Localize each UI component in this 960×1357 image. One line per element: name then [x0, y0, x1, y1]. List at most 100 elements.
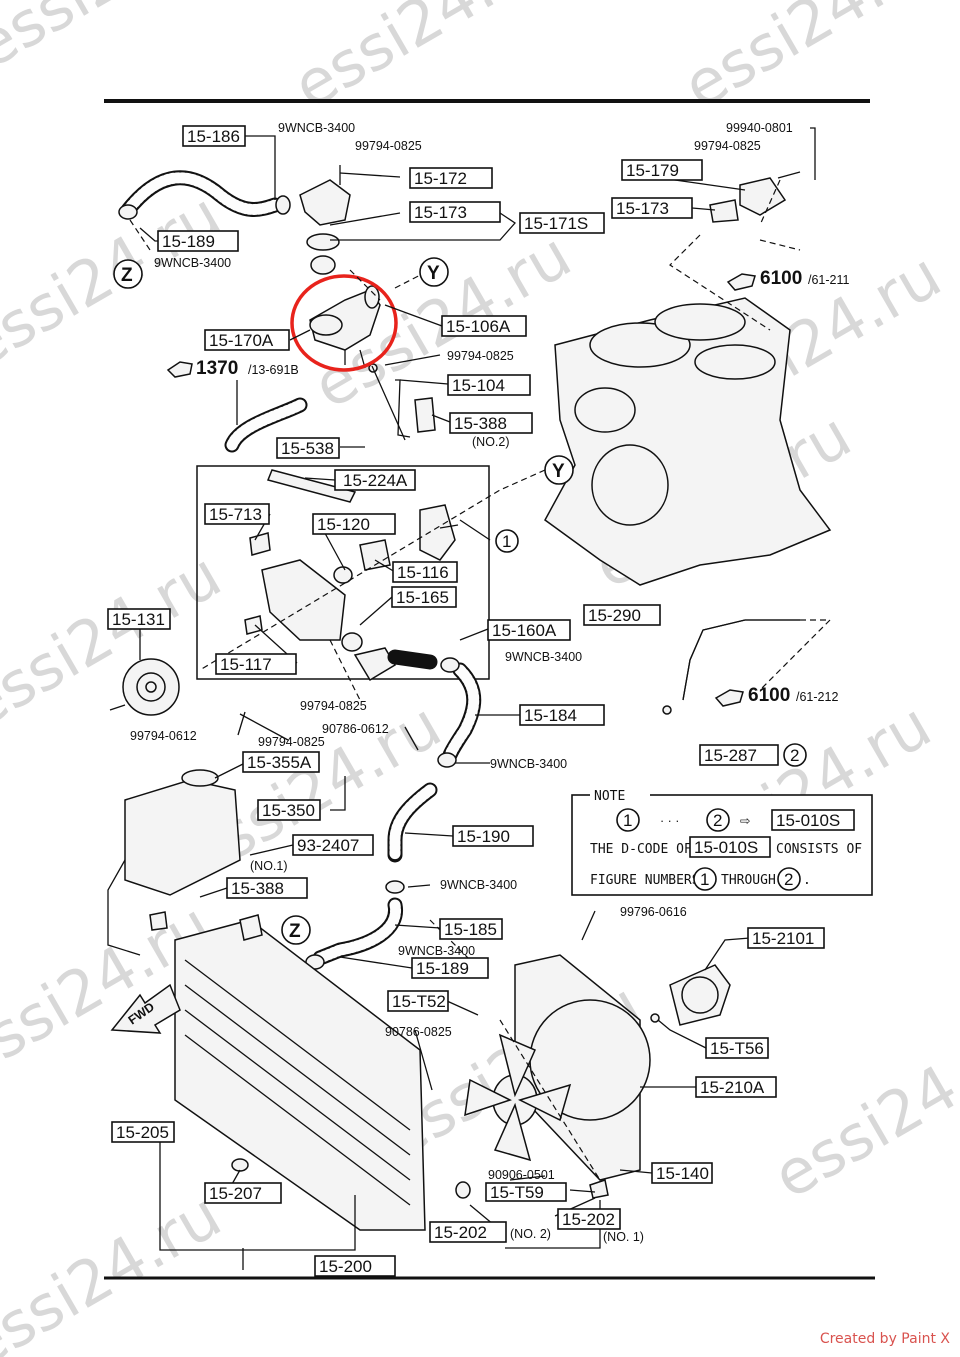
- label-15-202-right: 15-202: [557, 1208, 621, 1230]
- label-15-207: 15-207: [204, 1182, 282, 1204]
- bypass-pipe-15-104: [395, 379, 411, 438]
- label-15-160a: 15-160A: [487, 619, 571, 641]
- label-15-388-top: 15-388: [449, 412, 533, 434]
- mount-15-202: [455, 1181, 471, 1199]
- note-line2-a: THE D-CODE OF: [590, 842, 692, 857]
- svg-text:15-200: 15-200: [319, 1257, 372, 1276]
- outlet-15-179: [709, 127, 816, 223]
- label-15-t52: 15-T52: [387, 990, 449, 1012]
- svg-text:15-172: 15-172: [414, 169, 467, 188]
- label-15-287: 15-287: [699, 744, 779, 766]
- label-9wncb-3400: 9WNCB-3400: [278, 121, 355, 135]
- marker-z-top: Z: [113, 259, 143, 289]
- svg-text:15-120: 15-120: [317, 515, 370, 534]
- label-15-190: 15-190: [452, 825, 534, 847]
- water-pump-group: [244, 469, 456, 652]
- leader-lines: [139, 135, 751, 1270]
- fwd-arrow: FWD: [110, 983, 181, 1034]
- marker-z-bottom: Z: [281, 915, 311, 945]
- svg-text:2: 2: [790, 746, 799, 765]
- svg-text:15-189: 15-189: [416, 959, 469, 978]
- washer-15-t56: [650, 1013, 660, 1023]
- svg-text:15-T52: 15-T52: [392, 992, 446, 1011]
- note-box: NOTE 1 · · · 2 ⇨ 15-010S THE D-CODE OF 1…: [571, 787, 873, 896]
- label-93-2407: 93-2407: [292, 834, 374, 856]
- svg-text:/13-691B: /13-691B: [248, 363, 299, 377]
- svg-text:15-171S: 15-171S: [524, 214, 588, 233]
- label-15-189-top: 15-189: [157, 230, 239, 252]
- fan-motor-15-2101: [650, 964, 731, 1026]
- hose-connector: [387, 649, 438, 670]
- svg-text:15-T56: 15-T56: [710, 1039, 764, 1058]
- svg-text:15-355A: 15-355A: [247, 753, 312, 772]
- svg-text:15-202: 15-202: [434, 1223, 487, 1242]
- note-line3-a: FIGURE NUMBERS: [590, 873, 700, 888]
- svg-text:15-186: 15-186: [187, 127, 240, 146]
- note-code: 15-010S: [776, 811, 840, 830]
- mount-15-207: [231, 1158, 249, 1172]
- watermark-text: essi24.ru: [0, 1178, 233, 1357]
- svg-text:Y: Y: [552, 461, 565, 482]
- svg-text:1370: 1370: [196, 358, 238, 379]
- label-9wncb-3400-d: 9WNCB-3400: [440, 878, 517, 892]
- label-99794-0612: 99794-0612: [130, 729, 197, 743]
- gasket-15-224a: [266, 469, 357, 503]
- svg-text:15-538: 15-538: [281, 439, 334, 458]
- credit-text: Created by Paint X: [819, 1331, 950, 1347]
- label-no1: (NO.1): [250, 859, 288, 873]
- water-pump-group-frame: [196, 465, 490, 680]
- hose-clamp: [118, 204, 138, 220]
- water-outlet-15-170a: [309, 285, 381, 373]
- label-no1-b: (NO. 1): [603, 1230, 644, 1244]
- svg-text:15-173: 15-173: [616, 199, 669, 218]
- label-15-120: 15-120: [312, 513, 396, 535]
- bracket-15-388-b: [149, 911, 168, 931]
- label-15-202-left: 15-202: [429, 1221, 507, 1243]
- svg-text:⇨: ⇨: [740, 814, 751, 828]
- radiator-cap: [239, 914, 263, 941]
- svg-text:15-117: 15-117: [220, 655, 272, 674]
- label-15-131: 15-131: [107, 608, 171, 630]
- svg-text:15-189: 15-189: [162, 232, 215, 251]
- circle-marker-2: 2: [783, 743, 807, 767]
- label-15-106a: 15-106A: [441, 315, 527, 337]
- highlight-circle: [290, 274, 398, 372]
- inlet-15-160a: [353, 647, 397, 682]
- label-15-117: 15-117: [215, 653, 297, 675]
- svg-text:/61-212: /61-212: [796, 690, 838, 704]
- label-15-186: 15-186: [182, 125, 246, 147]
- radiator-15-200: [149, 911, 471, 1231]
- watermark-text: essi24.ru: [0, 0, 243, 83]
- watermark-text: essi24.ru: [671, 0, 953, 123]
- part-15-117: [244, 615, 263, 635]
- svg-text:/61-211: /61-211: [808, 273, 850, 287]
- label-90786-0825: 90786-0825: [385, 1025, 452, 1039]
- hose-clamp: [440, 657, 460, 673]
- label-99794-0825-c: 99794-0825: [258, 735, 325, 749]
- svg-text:15-713: 15-713: [209, 505, 262, 524]
- hose-clamp: [275, 195, 291, 215]
- thermostat: [310, 255, 336, 275]
- svg-text:15-2101: 15-2101: [752, 929, 814, 948]
- label-99794-0825-b: 99794-0825: [300, 699, 367, 713]
- label-99794-0825-mid: 99794-0825: [447, 349, 514, 363]
- svg-text:15-104: 15-104: [452, 376, 505, 395]
- svg-text:15-202: 15-202: [562, 1210, 615, 1229]
- svg-text:15-224A: 15-224A: [343, 471, 408, 490]
- label-90906-0501: 90906-0501: [488, 1168, 555, 1182]
- label-99796-0616: 99796-0616: [620, 905, 687, 919]
- note-line3-b: THROUGH: [721, 873, 776, 888]
- label-9wncb-3400-e: 9WNCB-3400: [398, 944, 475, 958]
- svg-text:15-287: 15-287: [704, 746, 757, 765]
- label-15-171s: 15-171S: [519, 212, 605, 234]
- pulley-15-131: [109, 658, 180, 716]
- water-pump-body: [261, 559, 346, 641]
- ref-1370-13-691b: 1370 /13-691B: [166, 358, 299, 379]
- fan-shroud-15-210a: [514, 954, 651, 1181]
- svg-text:6100: 6100: [760, 268, 802, 289]
- label-15-116: 15-116: [392, 561, 458, 583]
- svg-text:2: 2: [713, 811, 722, 830]
- o-ring-15-287: [662, 705, 672, 715]
